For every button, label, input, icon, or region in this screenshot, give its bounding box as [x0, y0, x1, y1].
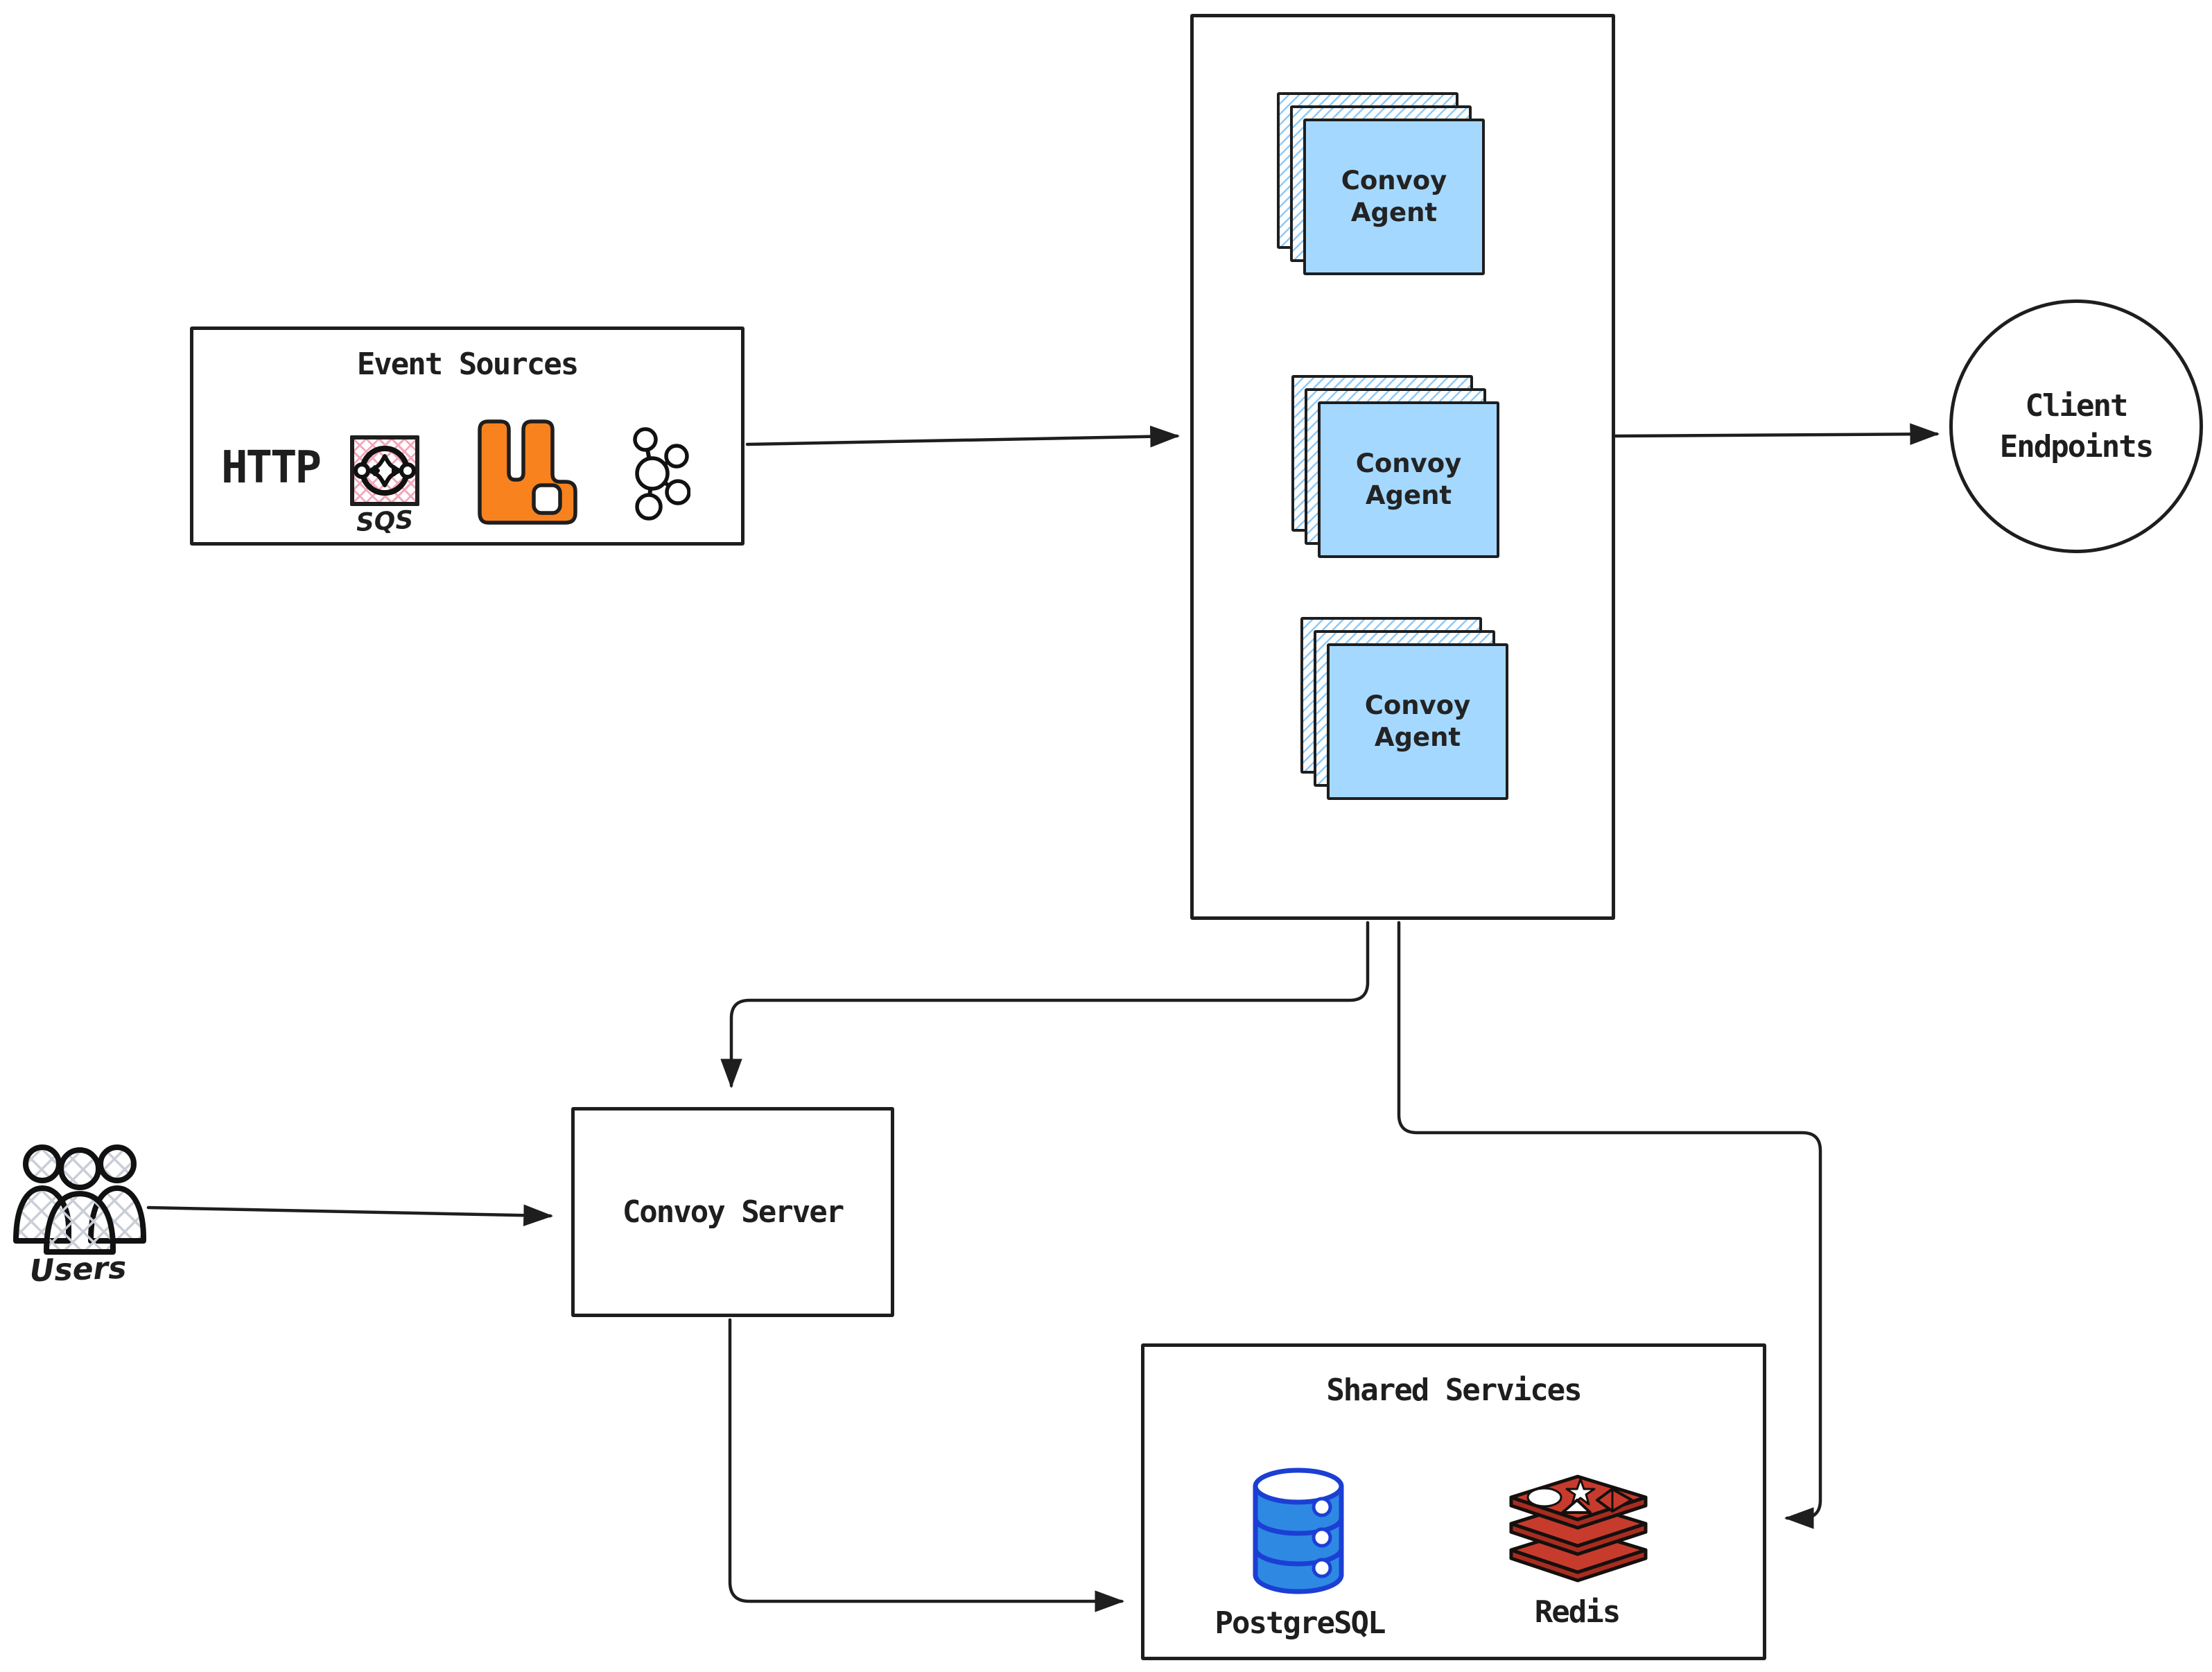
convoy-agent-stack: Convoy Agent	[1300, 617, 1508, 801]
sqs-icon	[354, 446, 416, 496]
agent-label: Convoy Agent	[1341, 165, 1447, 227]
convoy-server-box: Convoy Server	[571, 1107, 894, 1317]
shared-services-box	[1141, 1343, 1766, 1660]
redis-star-shape	[1565, 1478, 1596, 1506]
client-endpoints-node: Client Endpoints	[1949, 299, 2203, 553]
arrow-users-to-convoyserver	[146, 1204, 554, 1226]
arrow-eventsources-to-agents	[745, 426, 1181, 448]
redis-label: Redis	[1534, 1594, 1621, 1630]
postgresql-icon	[1253, 1468, 1344, 1594]
agent-label: Convoy Agent	[1364, 690, 1471, 752]
client-endpoints-label: Client Endpoints	[1999, 387, 2154, 464]
agent-label: Convoy Agent	[1355, 448, 1462, 510]
convoy-agent-stack: Convoy Agent	[1291, 375, 1499, 559]
event-sources-title: Event Sources	[356, 347, 579, 382]
users-label: Users	[28, 1250, 128, 1289]
arrow-agents-to-client	[1613, 423, 1940, 445]
kafka-cluster-icon	[633, 427, 690, 521]
http-label: HTTP	[220, 442, 322, 494]
convoy-server-label: Convoy Server	[622, 1194, 844, 1230]
redis-icon	[1509, 1474, 1648, 1583]
agent-card: Convoy Agent	[1303, 119, 1485, 275]
users-icon	[13, 1144, 146, 1255]
arrow-convoyserver-to-sharedservices	[728, 1318, 1125, 1612]
sqs-label: SQS	[355, 505, 415, 538]
arrow-agents-to-convoyserver	[720, 921, 1370, 1089]
agent-card: Convoy Agent	[1327, 643, 1508, 800]
rabbitmq-icon	[478, 419, 577, 525]
postgresql-label: PostgreSQL	[1214, 1605, 1386, 1641]
shared-services-title: Shared Services	[1326, 1373, 1582, 1408]
agent-card: Convoy Agent	[1318, 401, 1499, 558]
convoy-agent-stack: Convoy Agent	[1277, 92, 1485, 277]
